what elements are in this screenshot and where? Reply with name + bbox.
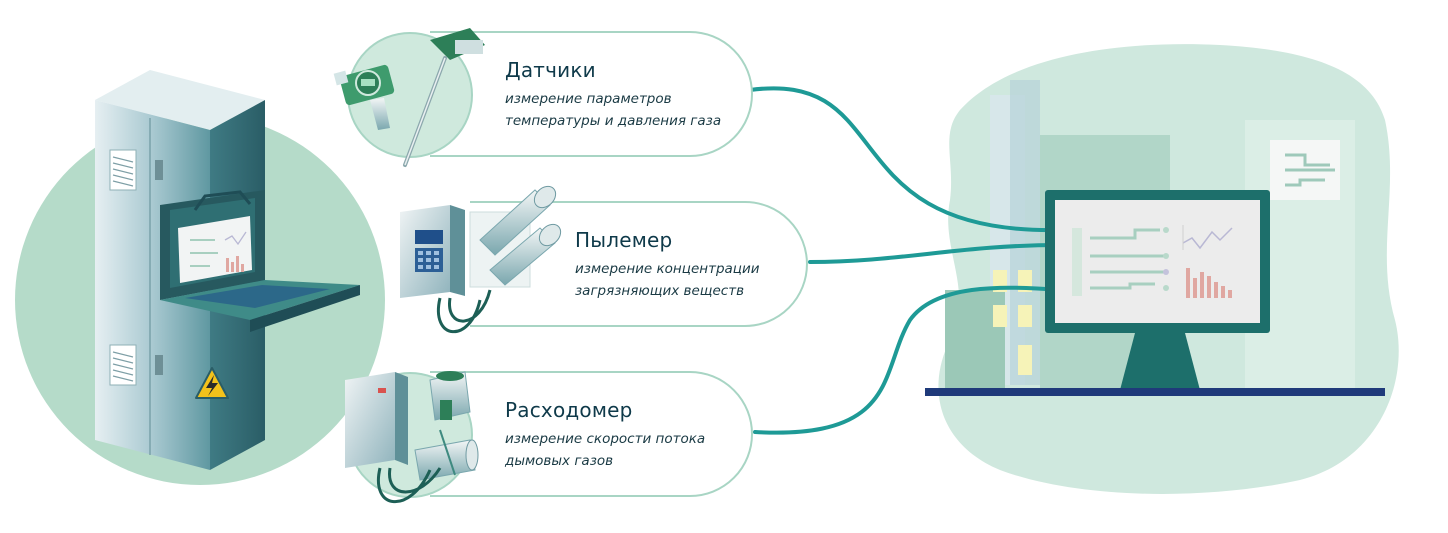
monitor-screen [1055, 200, 1260, 323]
card-flow-meter-desc-line1: измерение скорости потока [505, 428, 705, 450]
card-sensors-desc-line1: измерение параметров [505, 88, 721, 110]
card-dust-meter-desc-line2: загрязняющих веществ [575, 280, 760, 302]
control-cabinet [15, 70, 385, 485]
card-dust-meter-desc-line1: измерение концентрации [575, 258, 760, 280]
card-sensors-desc-line2: температуры и давления газа [505, 110, 721, 132]
card-dust-meter-text: Пылемер измерение концентрации загрязняю… [575, 228, 760, 302]
card-flow-meter-desc-line2: дымовых газов [505, 450, 705, 472]
card-flow-meter-text: Расходомер измерение скорости потока дым… [505, 398, 705, 472]
desk-surface [925, 388, 1385, 396]
card-dust-meter-title: Пылемер [575, 228, 760, 252]
card-sensors-text: Датчики измерение параметров температуры… [505, 58, 721, 132]
card-flow-meter-title: Расходомер [505, 398, 705, 422]
card-sensors-title: Датчики [505, 58, 721, 82]
